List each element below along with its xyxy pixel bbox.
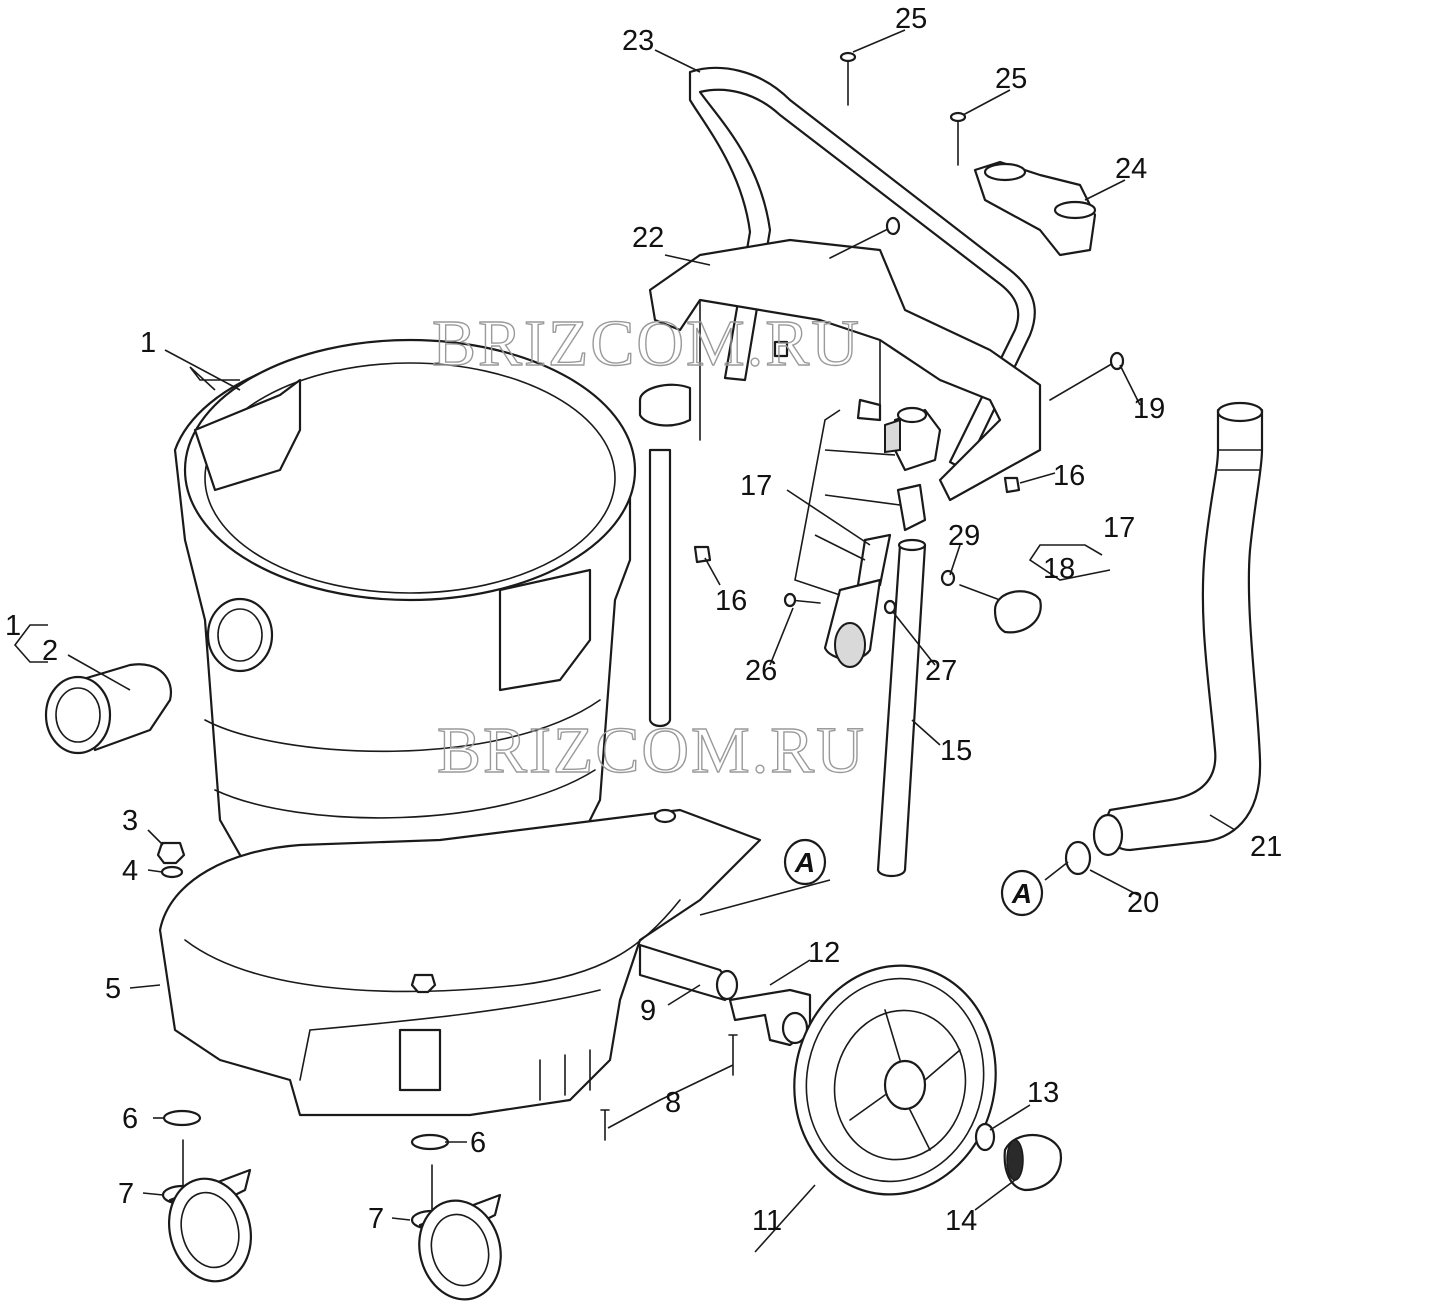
callout-25-upper: 25 [895, 3, 927, 35]
callout-2: 2 [42, 635, 58, 667]
watermark-upper: BRIZCOM.RU [432, 307, 861, 380]
axle-part[interactable] [638, 943, 739, 1002]
frame-bracket-part[interactable] [638, 238, 1042, 502]
callout-9: 9 [640, 995, 656, 1027]
callout-13: 13 [1027, 1077, 1059, 1109]
retaining-washer-part[interactable] [974, 1122, 996, 1152]
watermark-lower: BRIZCOM.RU [437, 714, 866, 787]
callout-8: 8 [665, 1087, 681, 1119]
callout-16-right: 16 [1053, 460, 1085, 492]
suction-hose-part[interactable] [1092, 401, 1264, 857]
callout-22: 22 [632, 222, 664, 254]
callout-4: 4 [122, 855, 138, 887]
frame-bolt-part[interactable] [829, 227, 891, 259]
clamp-assembly-part[interactable] [823, 398, 942, 668]
holder-screw-lower-part[interactable] [952, 119, 964, 166]
container-tank-part[interactable] [173, 338, 637, 907]
callout-26: 26 [745, 655, 777, 687]
small-washer-part[interactable] [940, 569, 956, 587]
square-nut-right-part[interactable] [1003, 476, 1021, 494]
callout-3: 3 [122, 805, 138, 837]
clamp-knob-part[interactable] [959, 584, 1042, 634]
chassis-base-part[interactable] [158, 808, 762, 1117]
callout-15: 15 [940, 735, 972, 767]
hub-cap-part[interactable] [1003, 1134, 1063, 1192]
axle-clamp-part[interactable] [728, 988, 812, 1047]
callout-17-left: 17 [740, 470, 772, 502]
callout-21: 21 [1250, 831, 1282, 863]
reference-marker-a-bottom: A [1000, 869, 1044, 917]
callout-24: 24 [1115, 153, 1147, 185]
callout-25-lower: 25 [995, 63, 1027, 95]
adjustment-tube-part[interactable] [876, 538, 927, 878]
callout-7-right: 7 [368, 1203, 384, 1235]
callout-6-left: 6 [122, 1103, 138, 1135]
callout-29: 29 [948, 520, 980, 552]
svg-text:A: A [1011, 878, 1032, 909]
holder-screw-lower-head [949, 111, 967, 123]
callout-6-right: 6 [470, 1127, 486, 1159]
callout-14: 14 [945, 1205, 977, 1237]
cap-nut-on-base [410, 973, 437, 994]
castor-right-part[interactable] [408, 1133, 511, 1306]
frame-bolt-head [885, 216, 901, 236]
short-screw-head [783, 592, 797, 608]
left-upright-tube [648, 448, 672, 728]
callout-19: 19 [1133, 393, 1165, 425]
reference-marker-a-top: A [783, 838, 827, 886]
holder-screw-upper-head [839, 51, 857, 63]
flat-washer-part[interactable] [160, 865, 184, 879]
callout-16-left: 16 [715, 585, 747, 617]
callout-1-tank: 1 [140, 327, 156, 359]
leader-lines [13, 29, 1236, 1253]
square-nut-left-part[interactable] [693, 545, 712, 564]
o-ring-part[interactable] [1064, 840, 1092, 876]
callout-labels: 1 1 2 3 4 5 6 6 7 7 8 9 11 12 13 14 15 1… [5, 3, 1282, 1237]
callout-20: 20 [1127, 887, 1159, 919]
screw-part[interactable] [600, 1034, 738, 1141]
wheel-part[interactable] [773, 947, 1016, 1214]
svg-text:A: A [794, 847, 815, 878]
callout-17-right: 17 [1103, 512, 1135, 544]
callout-7-left: 7 [118, 1178, 134, 1210]
cap-nut-part[interactable] [156, 841, 186, 865]
callout-11: 11 [752, 1205, 782, 1237]
callout-5: 5 [105, 973, 121, 1005]
hose-holder-part[interactable] [973, 160, 1097, 257]
long-bolt-part[interactable] [1049, 361, 1116, 401]
castor-left-part[interactable] [158, 1109, 262, 1291]
callout-27: 27 [925, 655, 957, 687]
inlet-connector-part[interactable] [44, 663, 173, 755]
lock-nut-part[interactable] [883, 599, 897, 615]
holder-screw-upper-part[interactable] [842, 59, 854, 106]
callout-12: 12 [808, 937, 840, 969]
callout-1-inlet: 1 [5, 610, 21, 642]
callout-18: 18 [1043, 553, 1075, 585]
callout-23: 23 [622, 25, 654, 57]
